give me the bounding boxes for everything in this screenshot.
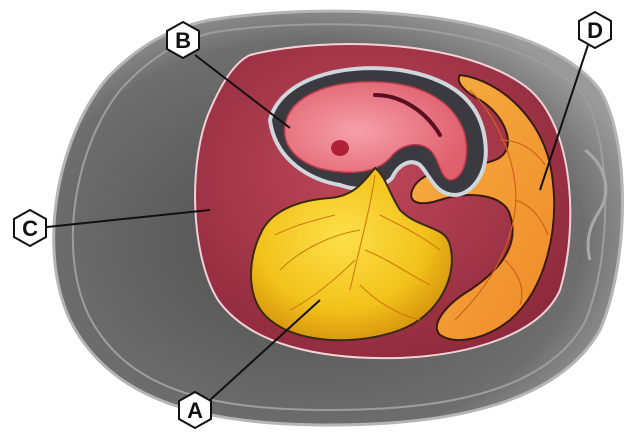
label-a-text: A	[187, 398, 203, 423]
label-d-text: D	[587, 18, 603, 43]
label-d: D	[579, 12, 611, 48]
label-b: B	[167, 22, 199, 58]
label-b-text: B	[175, 28, 191, 53]
label-a: A	[179, 392, 211, 428]
embryo-eye	[331, 140, 349, 156]
label-c-text: C	[22, 216, 38, 241]
label-c: C	[14, 210, 46, 246]
